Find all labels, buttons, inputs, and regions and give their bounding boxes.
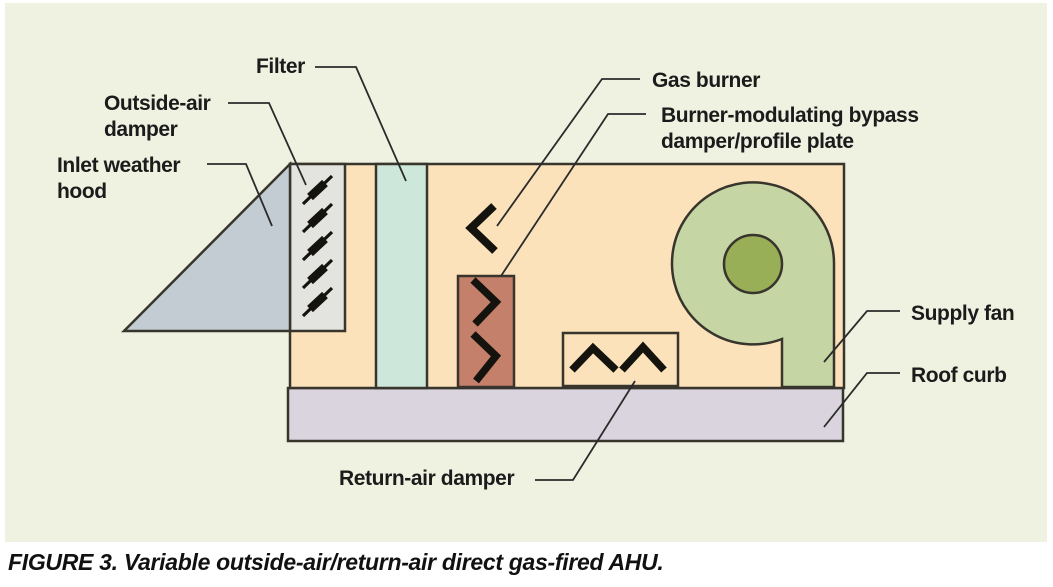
chevron-right-icon	[470, 277, 502, 327]
gas-burner-leader-line	[496, 78, 640, 227]
inlet-weather-hood-label: Inlet weather hood	[57, 154, 181, 203]
filter-label: Filter	[256, 55, 305, 78]
damper-blade-icon	[301, 174, 334, 206]
return-air-damper-chevron-icons	[569, 341, 667, 373]
roof-curb-label: Roof curb	[911, 364, 1007, 387]
filter-shape	[374, 162, 429, 390]
gas-burner-label: Gas burner	[652, 69, 761, 92]
bypass-damper-chevron-icons	[470, 277, 502, 384]
inlet-weather-hood-leader-line	[207, 163, 273, 227]
bypass-damper-label: Burner-modulating bypass damper/profile …	[661, 104, 919, 153]
return-air-damper-leader-line	[535, 380, 636, 481]
supply-fan-leader-line	[823, 310, 900, 363]
bypass-damper-leader-line	[500, 113, 646, 277]
figure-caption: FIGURE 3. Variable outside-air/return-ai…	[8, 549, 664, 575]
leader-lines	[207, 66, 900, 481]
supply-fan-hub-shape	[722, 233, 784, 295]
damper-blade-icon	[301, 202, 334, 234]
chevron-right-icon	[470, 331, 502, 384]
damper-blade-icons	[301, 174, 334, 318]
supply-fan-label: Supply fan	[911, 302, 1015, 325]
chevron-up-icon	[569, 342, 619, 373]
outside-air-damper-leader-line	[228, 102, 307, 186]
outside-air-damper-label: Outside-air damper	[104, 92, 211, 141]
return-air-damper-label: Return-air damper	[339, 467, 515, 490]
roof-curb-shape	[286, 386, 845, 443]
damper-blade-icon	[301, 286, 334, 318]
damper-blade-icon	[301, 230, 334, 262]
damper-blade-icon	[301, 258, 334, 290]
filter-leader-line	[315, 66, 407, 182]
gas-burner-icon	[465, 203, 498, 254]
inlet-weather-hood-shape	[120, 160, 292, 333]
roof-curb-leader-line	[823, 372, 900, 428]
chevron-up-icon	[619, 341, 667, 373]
